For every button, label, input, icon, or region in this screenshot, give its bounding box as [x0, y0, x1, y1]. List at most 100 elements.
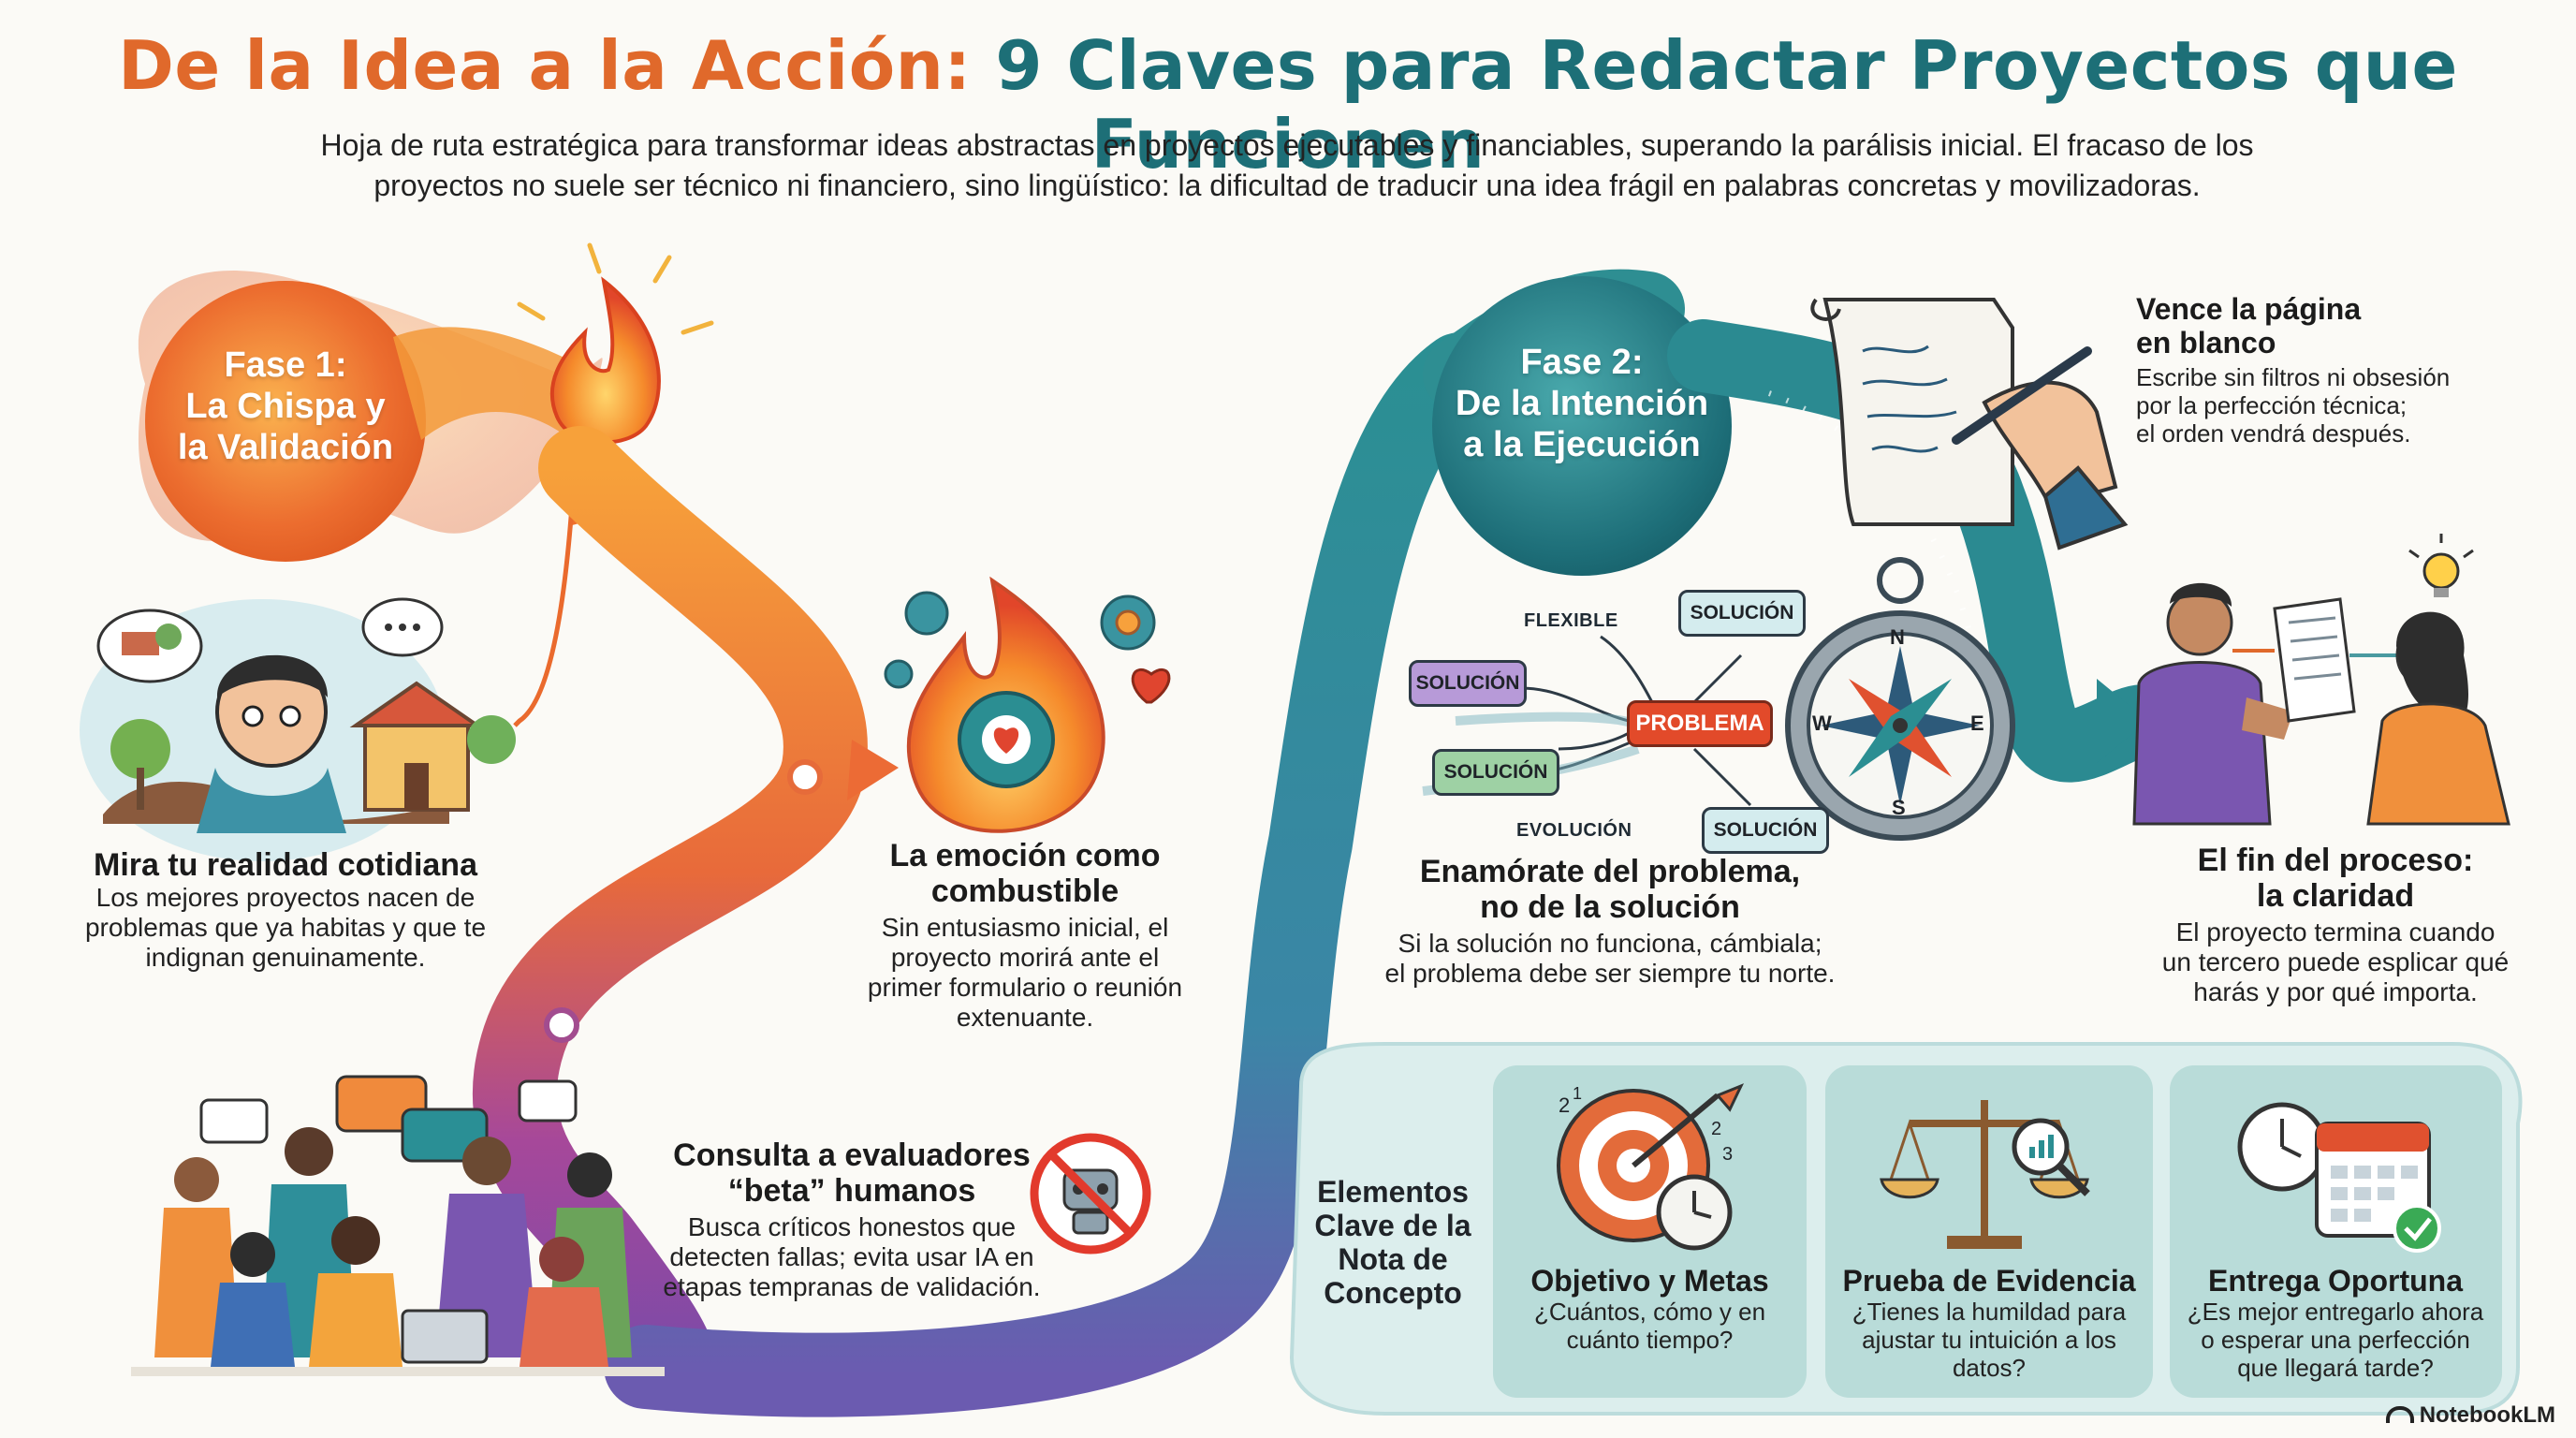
entrega-body: ¿Es mejor entregarlo ahora o esperar una… — [2176, 1298, 2495, 1382]
beta-title-line: “beta” humanos — [727, 1173, 976, 1209]
phase1-line-1: Fase 1: — [224, 345, 347, 385]
path-node-2 — [544, 1007, 579, 1043]
problema-body-line: Si la solución no funciona, cámbiala; — [1398, 929, 1822, 958]
target-number: 3 — [1722, 1144, 1734, 1165]
problem-pill: PROBLEMA — [1627, 700, 1773, 747]
note-card-evidencia: Prueba de Evidencia ¿Tienes la humildad … — [1830, 1264, 2148, 1382]
claridad-title-line: El fin del proceso: — [2197, 843, 2474, 878]
compass-south: S — [1892, 796, 1906, 819]
objetivo-body: ¿Cuántos, cómo y en cuánto tiempo? — [1498, 1298, 1802, 1354]
pagina-body: Escribe sin filtros ni obsesión por la p… — [2136, 363, 2529, 448]
compass-west: W — [1812, 712, 1832, 735]
subtitle-line-2: proyectos no suele ser técnico ni financ… — [373, 169, 2201, 202]
claridad-title: El fin del proceso: la claridad — [2134, 843, 2537, 914]
evidencia-body-line: datos? — [1952, 1354, 2027, 1382]
note-card-objetivo: Objetivo y Metas ¿Cuántos, cómo y en cuá… — [1498, 1264, 1802, 1354]
beta-body-line: detecten fallas; evita usar IA en — [669, 1242, 1034, 1271]
emocion-body-line: primer formulario o reunión — [867, 973, 1183, 1002]
problema-title-line: no de la solución — [1480, 889, 1740, 925]
phase1-blob — [145, 281, 426, 562]
title-part-1: De la Idea a la Acción: — [118, 26, 972, 105]
solution-pill-3: SOLUCIÓN — [1678, 590, 1806, 637]
entrega-title: Entrega Oportuna — [2207, 1264, 2463, 1298]
evidencia-body-line: ajustar tu intuición a los — [1862, 1326, 2116, 1354]
notes-label-line: Clave de la — [1314, 1209, 1471, 1242]
notes-label-line: Elementos — [1317, 1175, 1469, 1209]
scale-icon — [1880, 1100, 2090, 1249]
problema-body-line: el problema debe ser siempre tu norte. — [1384, 959, 1836, 988]
problema-title: Enamórate del problema, no de la solució… — [1348, 854, 1872, 925]
subtitle-line-1: Hoja de ruta estratégica para transforma… — [320, 128, 2254, 162]
notes-label-line: Nota de — [1338, 1242, 1448, 1276]
claridad-body-line: un tercero puede esplicar qué — [2161, 947, 2510, 976]
beta-body-line: etapas tempranas de validación. — [663, 1272, 1041, 1301]
key-emocion: La emoción como combustible Sin entusias… — [847, 838, 1203, 1033]
watermark-text: NotebookLM — [2419, 1402, 2555, 1428]
beta-body: Busca críticos honestos que detecten fal… — [655, 1212, 1048, 1302]
entrega-body-line: ¿Es mejor entregarlo ahora — [2187, 1298, 2484, 1326]
realidad-body-line: problemas que ya habitas y que te — [84, 913, 487, 942]
solution-pill-1: SOLUCIÓN — [1409, 660, 1527, 707]
entrega-body-line: que llegará tarde? — [2237, 1354, 2434, 1382]
note-card-bg-2 — [1825, 1065, 2153, 1398]
compass-icon — [1785, 557, 2015, 841]
subtitle: Hoja de ruta estratégica para transforma… — [281, 125, 2293, 206]
emocion-body-line: Sin entusiasmo inicial, el — [881, 913, 1169, 942]
path-node-1 — [787, 759, 823, 795]
roadmap-path-middle — [604, 332, 1502, 1417]
clock-calendar-icon — [2237, 1102, 2441, 1253]
path-arrow-1 — [847, 740, 899, 800]
objetivo-body-line: cuánto tiempo? — [1566, 1326, 1734, 1354]
problema-body: Si la solución no funciona, cámbiala; el… — [1348, 929, 1872, 989]
phase2-blob — [1432, 276, 1732, 576]
evidencia-title: Prueba de Evidencia — [1842, 1264, 2136, 1298]
phase1-tail — [393, 327, 599, 440]
key-problema: Enamórate del problema, no de la solució… — [1348, 854, 1872, 989]
target-icon — [1557, 1083, 1745, 1251]
phase2-label: Fase 2: De la Intención a la Ejecución — [1427, 342, 1736, 465]
clarity-illustration — [2132, 534, 2510, 826]
pagina-title-line: Vence la página — [2136, 292, 2362, 326]
realidad-title: Mira tu realidad cotidiana — [94, 847, 477, 883]
phase1-label: Fase 1: La Chispa y la Validación — [150, 345, 421, 468]
claridad-body-line: harás y por qué importa. — [2193, 977, 2478, 1006]
realidad-body: Los mejores proyectos nacen de problemas… — [66, 883, 505, 973]
key-pagina: Vence la página en blanco Escribe sin fi… — [2136, 292, 2529, 448]
notebooklm-watermark: NotebookLM — [2385, 1402, 2555, 1429]
claridad-title-line: la claridad — [2256, 878, 2415, 914]
realidad-body-line: indignan genuinamente. — [145, 943, 426, 972]
pagina-body-line: el orden vendrá después. — [2136, 419, 2411, 448]
solution-pill-4: SOLUCIÓN — [1702, 807, 1829, 854]
emocion-body: Sin entusiasmo inicial, el proyecto mori… — [847, 913, 1203, 1033]
emocion-body-line: proyecto morirá ante el — [890, 943, 1160, 972]
writing-illustration — [1810, 298, 2129, 550]
title-part-2: 9 Claves para Redactar Proyectos que Fun… — [995, 26, 2458, 183]
path-arrow-2 — [2097, 679, 2148, 763]
beta-title-line: Consulta a evaluadores — [673, 1137, 1031, 1173]
pagina-title: Vence la página en blanco — [2136, 292, 2529, 360]
notes-label-line: Concepto — [1324, 1276, 1462, 1310]
emocion-title-line: La emoción como — [889, 838, 1161, 873]
solution-pill-2: SOLUCIÓN — [1432, 749, 1559, 796]
evaluators-illustration — [131, 1075, 665, 1376]
target-number: 2 — [1559, 1093, 1571, 1117]
problema-title-line: Enamórate del problema, — [1419, 854, 1801, 889]
notebooklm-logo-icon — [2385, 1406, 2414, 1423]
pagina-body-line: Escribe sin filtros ni obsesión — [2136, 363, 2451, 391]
beta-body-line: Busca críticos honestos que — [687, 1212, 1017, 1241]
pagina-body-line: por la perfección técnica; — [2136, 391, 2408, 419]
realidad-illustration — [80, 597, 516, 861]
target-number: 1 — [1573, 1084, 1583, 1103]
no-ai-icon — [1030, 1133, 1151, 1255]
compass-north: N — [1890, 625, 1905, 649]
emocion-title-line: combustible — [930, 873, 1120, 909]
compass-east: E — [1970, 712, 1984, 735]
emotion-illustration — [884, 576, 1171, 833]
evidencia-body-line: ¿Tienes la humildad para — [1852, 1298, 2127, 1326]
emocion-title: La emoción como combustible — [847, 838, 1203, 909]
emocion-body-line: extenuante. — [956, 1003, 1094, 1032]
phase2-line-1: Fase 2: — [1520, 343, 1644, 382]
flexible-label: FLEXIBLE — [1524, 610, 1618, 631]
